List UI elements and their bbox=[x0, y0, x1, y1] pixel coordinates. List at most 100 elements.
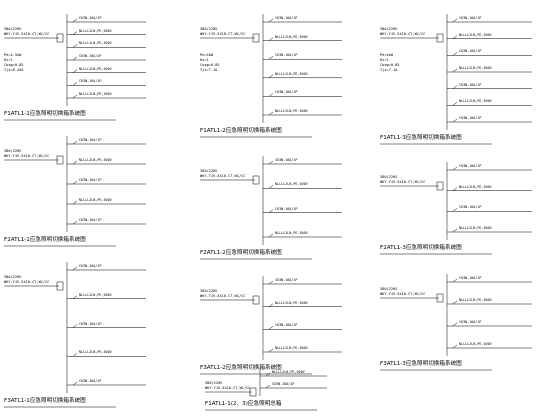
circuit-label: NLLLL2LN,PE,500V bbox=[79, 198, 112, 202]
circuit-label: NLLLL2LN,PE,500V bbox=[275, 34, 308, 39]
breaker-symbol bbox=[452, 166, 458, 171]
circuit-label: NLLLL2LN,PE,500V bbox=[79, 41, 112, 46]
breaker-symbol bbox=[72, 82, 78, 86]
schematic-lines bbox=[200, 276, 342, 375]
main-switch-symbol bbox=[252, 295, 260, 305]
schematic-lines bbox=[380, 162, 532, 255]
circuit-label: NLLLL2LN,PE,500V bbox=[459, 226, 492, 230]
breaker-symbol bbox=[72, 18, 78, 23]
breaker-symbol bbox=[452, 187, 458, 191]
supply-label: 380/220V bbox=[380, 175, 398, 179]
breaker-symbol bbox=[452, 208, 458, 212]
supply-label: WKY-YJV-5X10-CT,WC/CC bbox=[4, 32, 50, 36]
breaker-symbol bbox=[72, 140, 78, 145]
supply-label: WKY-YJV-5X10-CT,WC/CC bbox=[4, 154, 50, 158]
breaker-symbol bbox=[72, 94, 78, 99]
supply-label: 380/220V bbox=[4, 275, 22, 279]
main-switch-symbol bbox=[436, 181, 444, 191]
panel-title: F1ATL1-3应急照明切换箱系统图 bbox=[380, 135, 462, 141]
load-parameter: Pe=4.5kW bbox=[4, 53, 22, 57]
load-parameter: Pe=4kW bbox=[380, 53, 393, 57]
circuit-label: C63N-16A/1P bbox=[79, 218, 102, 222]
circuit-label: C63N-16A/1P bbox=[79, 138, 102, 142]
breaker-symbol bbox=[268, 209, 274, 213]
load-parameter: Kx=1 bbox=[200, 58, 209, 62]
supply-label: 380/220V bbox=[200, 169, 218, 173]
supply-label: WKY-YJV-5X10-CT,WC/CC bbox=[4, 280, 50, 284]
panel-title: F1ATL1-1应急照明切换箱系统图 bbox=[4, 111, 86, 117]
breaker-symbol bbox=[72, 200, 78, 205]
supply-label: WKY-YJV-5X10-CT,WC/CC bbox=[380, 292, 426, 296]
circuit-label: NLLLL2LN,PE,500V bbox=[79, 292, 112, 297]
load-parameter: Ijs=7.1A bbox=[380, 68, 398, 72]
breaker-symbol bbox=[268, 18, 274, 23]
circuit-label: C63N-16A/1P bbox=[275, 323, 298, 328]
breaker-symbol bbox=[72, 381, 78, 386]
circuit-label: C63N-16A/1P bbox=[79, 321, 102, 326]
circuit-label: NLLLL2LN,PE,500V bbox=[79, 350, 112, 355]
breaker-symbol bbox=[72, 31, 78, 35]
breaker-symbol bbox=[268, 233, 274, 238]
breaker-symbol bbox=[452, 102, 458, 106]
schematic-lines bbox=[380, 14, 532, 145]
breaker-symbol bbox=[72, 220, 78, 225]
main-switch-symbol bbox=[436, 33, 444, 43]
main-switch-symbol bbox=[436, 293, 444, 303]
circuit-label: C63N-16A/1P bbox=[79, 264, 102, 268]
circuit-label: C63N-16A/1P bbox=[79, 379, 102, 383]
breaker-symbol bbox=[72, 69, 78, 73]
circuit-label: C63N-16A/1P bbox=[459, 276, 482, 280]
circuit-label: C63N-16A/1P bbox=[79, 16, 102, 20]
breaker-symbol bbox=[265, 372, 271, 377]
breaker-symbol bbox=[72, 353, 78, 357]
breaker-symbol bbox=[265, 384, 271, 389]
breaker-symbol bbox=[452, 228, 458, 233]
circuit-label: NLLLL2LN,PE,500V bbox=[275, 346, 308, 350]
circuit-label: NLLLL2LN,PE,500V bbox=[275, 71, 308, 76]
schematic-lines bbox=[4, 136, 146, 247]
panel-title: F3ATL1-3应急照明切换箱系统图 bbox=[380, 361, 462, 367]
circuit-label: C63N-16A/1P bbox=[275, 53, 298, 58]
circuit-label: C63N-16A/1P bbox=[275, 206, 298, 211]
circuit-label: C63N-16A/1P bbox=[272, 382, 295, 386]
load-parameter: Pe=4kW bbox=[200, 53, 213, 57]
breaker-symbol bbox=[452, 118, 458, 123]
supply-label: WKY-YJV-5X10-CT,WC/CC bbox=[205, 386, 251, 390]
breaker-symbol bbox=[268, 74, 274, 79]
circuit-label: C63N-16A/1P bbox=[275, 16, 298, 20]
breaker-symbol bbox=[268, 348, 274, 353]
breaker-symbol bbox=[268, 56, 274, 60]
circuit-label: NLLLL2LN,PE,500V bbox=[459, 66, 492, 70]
circuit-label: C63N-16A/1P bbox=[459, 16, 482, 20]
circuit-label: NLLLL2LN,PE,500V bbox=[79, 28, 112, 33]
circuit-label: NLLLL2LN,PE,500V bbox=[272, 370, 305, 374]
circuit-label: C63N-16A/1P bbox=[275, 278, 298, 282]
circuit-label: NLLLL2LN,PE,500V bbox=[459, 32, 492, 37]
breaker-symbol bbox=[452, 52, 458, 56]
circuit-label: NLLLL2LN,PE,500V bbox=[459, 99, 492, 104]
circuit-label: NLLLL2LN,PE,500V bbox=[79, 158, 112, 162]
supply-label: WKY-YJV-5X10-CT,WC/CC bbox=[200, 32, 246, 36]
breaker-symbol bbox=[452, 68, 458, 73]
schematic-lines bbox=[200, 14, 342, 138]
breaker-symbol bbox=[72, 324, 78, 328]
supply-label: 380/220V bbox=[200, 289, 218, 293]
circuit-label: NLLLL2LN,PE,500V bbox=[459, 184, 492, 189]
breaker-symbol bbox=[452, 18, 458, 23]
breaker-symbol bbox=[268, 185, 274, 189]
schematic-lines bbox=[205, 368, 327, 411]
load-parameter: Ijs=8.44A bbox=[4, 68, 24, 72]
circuit-label: C63N-16A/1P bbox=[79, 79, 102, 84]
circuit-label: NLLLL2LN,PE,500V bbox=[79, 92, 112, 96]
schematic-lines bbox=[200, 156, 342, 260]
load-parameter: Cosφ=0.85 bbox=[200, 63, 220, 67]
breaker-symbol bbox=[452, 300, 458, 305]
main-switch-symbol bbox=[56, 281, 64, 291]
supply-label: 380/220V bbox=[200, 27, 218, 31]
